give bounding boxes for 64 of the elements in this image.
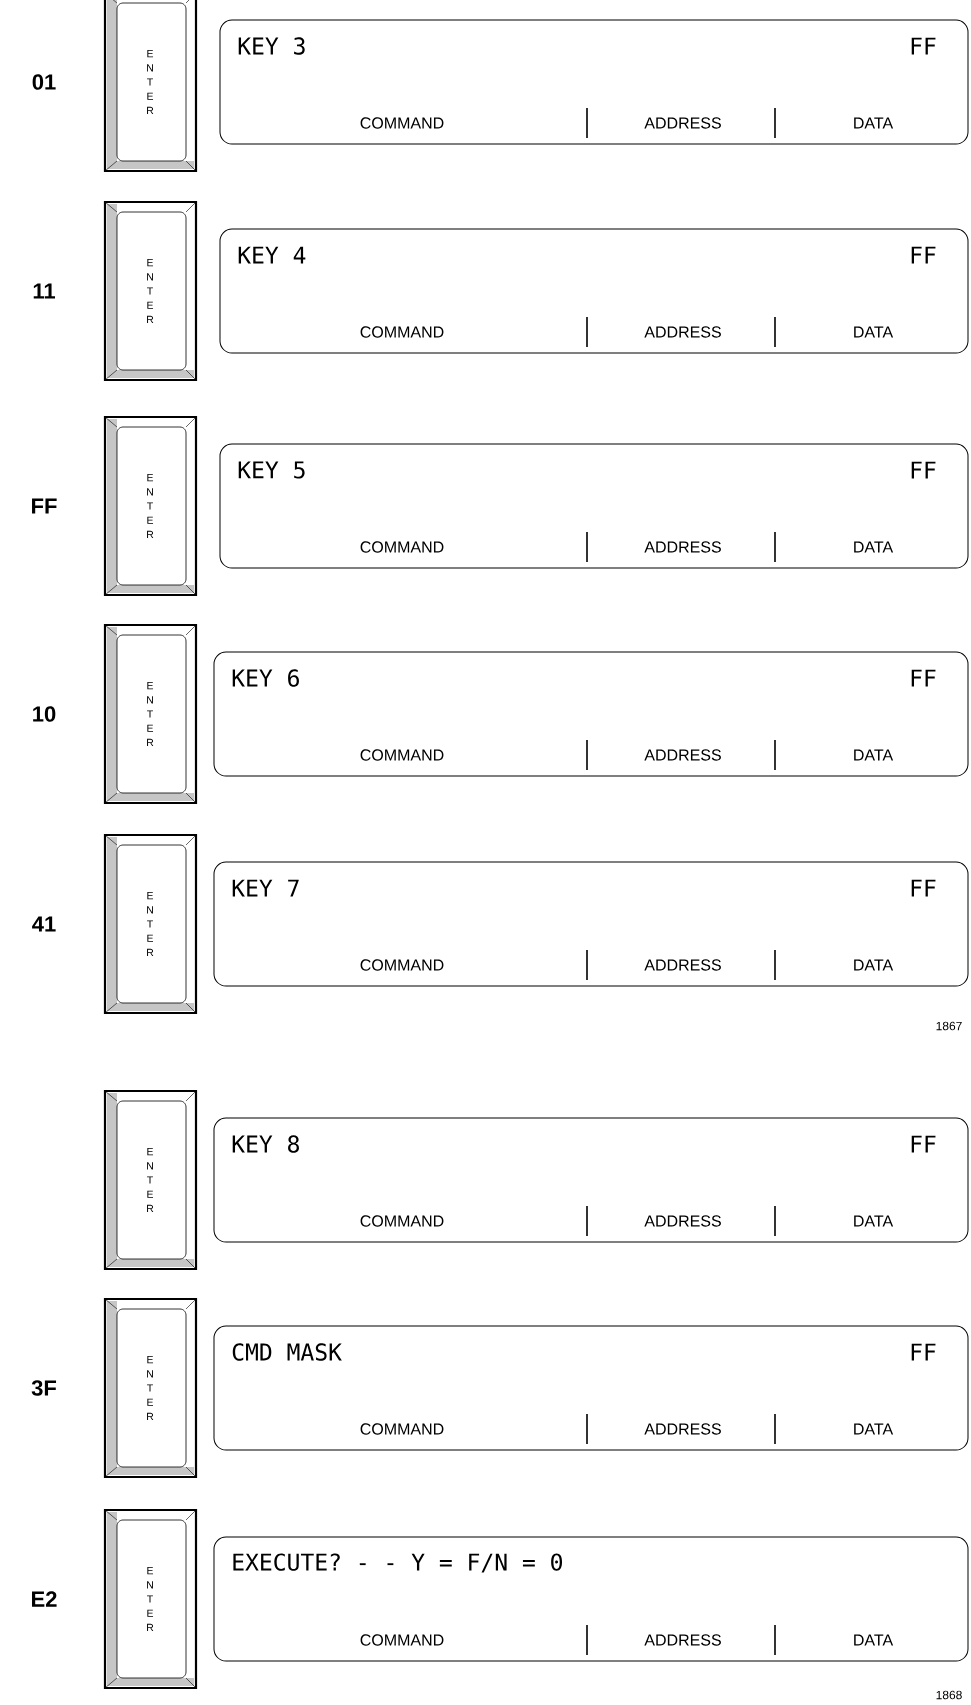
key-code: FF	[32, 498, 57, 514]
field-label: COMMAND	[360, 326, 444, 338]
field-label: DATA	[854, 326, 894, 338]
field-label: COMMAND	[360, 1423, 444, 1435]
display-text: KEY 4	[238, 246, 306, 264]
field-label: COMMAND	[360, 749, 444, 761]
figure-number: 1867	[936, 1021, 962, 1031]
field-label: DATA	[854, 117, 894, 129]
field-label: ADDRESS	[644, 117, 721, 129]
display-text: CMD MASK	[232, 1343, 342, 1361]
field-label: DATA	[854, 1423, 894, 1435]
display-text: KEY 8	[232, 1135, 299, 1153]
field-label: DATA	[854, 541, 894, 553]
field-label: DATA	[854, 1634, 894, 1646]
enter-key: ENTER	[103, 1508, 198, 1690]
field-label: ADDRESS	[644, 749, 721, 761]
display-value: FF	[911, 37, 936, 55]
display-value: FF	[911, 1343, 936, 1361]
display-text: KEY 5	[238, 461, 305, 479]
display-panel	[213, 1117, 969, 1243]
key-code: 10	[33, 706, 56, 722]
field-label: COMMAND	[360, 117, 444, 129]
display-text: KEY 6	[232, 669, 299, 687]
display-value: FF	[911, 879, 936, 897]
key-code: 3F	[31, 1380, 57, 1396]
display-panel	[213, 1325, 969, 1451]
field-label: COMMAND	[360, 1215, 444, 1227]
display-text: KEY 3	[238, 37, 305, 55]
display-value: FF	[911, 461, 936, 479]
field-label: DATA	[854, 959, 894, 971]
key-code: E2	[32, 1591, 57, 1607]
field-label: ADDRESS	[644, 1634, 721, 1646]
enter-key: ENTER	[103, 833, 198, 1015]
display-value: FF	[911, 246, 936, 264]
figure-number: 1868	[936, 1690, 962, 1700]
display-panel	[219, 19, 969, 145]
field-label: COMMAND	[360, 1634, 444, 1646]
field-label: ADDRESS	[644, 959, 721, 971]
display-panel	[213, 1536, 969, 1662]
display-text: EXECUTE? - - Y = F/N = 0	[233, 1553, 562, 1573]
field-label: ADDRESS	[644, 326, 721, 338]
key-code: 11	[33, 283, 55, 299]
display-panel	[219, 228, 969, 354]
enter-key: ENTER	[103, 200, 198, 382]
enter-key: ENTER	[103, 0, 198, 173]
field-label: COMMAND	[360, 959, 444, 971]
display-value: FF	[911, 669, 936, 687]
field-label: DATA	[854, 1215, 894, 1227]
enter-key: ENTER	[103, 415, 198, 597]
display-text: KEY 7	[232, 879, 299, 897]
field-label: DATA	[854, 749, 894, 761]
field-label: ADDRESS	[644, 1215, 721, 1227]
key-code: 01	[32, 74, 56, 90]
display-panel	[219, 443, 969, 569]
key-code: 41	[32, 916, 56, 932]
enter-key: ENTER	[103, 1089, 198, 1271]
enter-key: ENTER	[103, 623, 198, 805]
display-value: FF	[911, 1135, 936, 1153]
enter-key: ENTER	[103, 1297, 198, 1479]
display-panel	[213, 861, 969, 987]
field-label: COMMAND	[360, 541, 444, 553]
field-label: ADDRESS	[644, 1423, 721, 1435]
field-label: ADDRESS	[644, 541, 721, 553]
display-panel	[213, 651, 969, 777]
